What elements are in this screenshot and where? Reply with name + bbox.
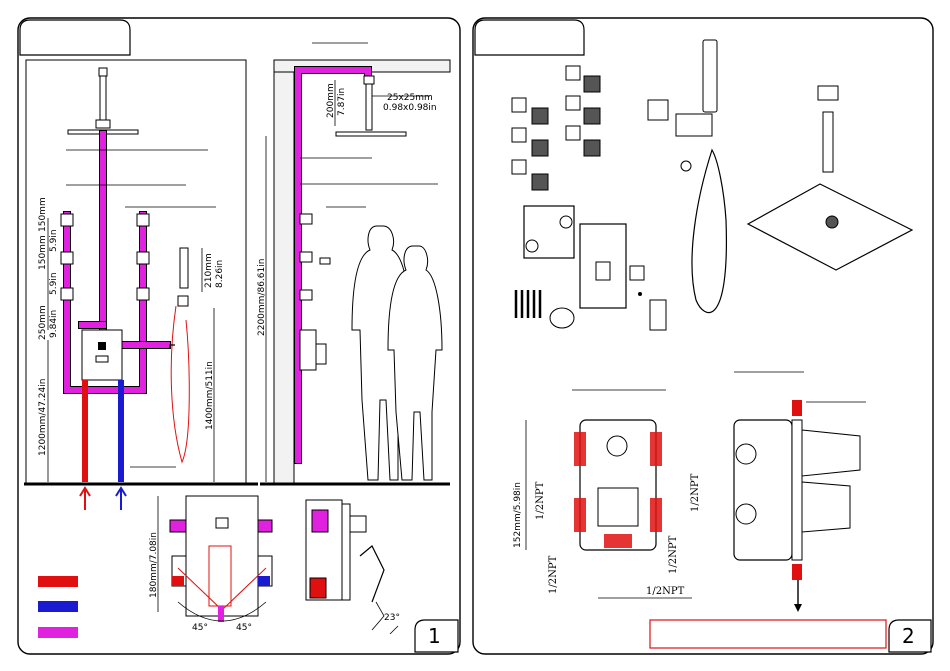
npt-bottom: 1/2NPT [646,586,685,597]
color-legend [38,576,78,638]
legend-mixed-swatch [38,627,78,638]
npt-right-bottom: 1/2NPT [668,535,679,574]
page-1: 1 [18,18,460,654]
dim-8-26in: 8.26in [215,260,225,288]
dim-200mm: 200mm [326,83,336,118]
dim-9-84in: 9.84in [49,310,59,338]
dim-1200mm: 1200mm/47.24in [38,379,48,456]
legend-hot-swatch [38,576,78,587]
dim-152mm: 152mm/5.98in [513,482,523,548]
npt-right: 1/2NPT [690,473,701,512]
dim-150mm-a: 150mm [38,235,48,270]
dim-2200mm: 2200mm/86.61in [257,259,267,336]
caption-box [650,620,886,648]
dim-25mm: 25x25mm [387,93,433,103]
page-2-tab [475,20,584,55]
angle-45-left: 45° [192,623,208,633]
page-2: 2 [473,18,933,654]
dim-0-98in: 0.98x0.98in [383,103,437,113]
page-1-tab [20,20,130,55]
dim-1400mm: 1400mm/511in [205,361,215,430]
dim-180mm: 180mm/7.08in [149,532,159,598]
dim-210mm: 210mm [204,253,214,288]
legend-cold-swatch [38,601,78,612]
valve-front [82,330,122,380]
dim-5-9in-b: 5.9in [49,272,59,295]
page-2-number: 2 [902,624,915,648]
dim-5-9in-a: 5.9in [49,229,59,252]
dim-250mm: 250mm [38,305,48,340]
dim-150mm-b: 150mm [38,197,48,232]
npt-left-bottom: 1/2NPT [548,555,559,594]
page-1-number: 1 [428,624,441,648]
dim-7-87in: 7.87in [337,88,347,116]
npt-left: 1/2NPT [535,481,546,520]
angle-45-right: 45° [236,623,252,633]
angle-23: 23° [384,613,400,623]
